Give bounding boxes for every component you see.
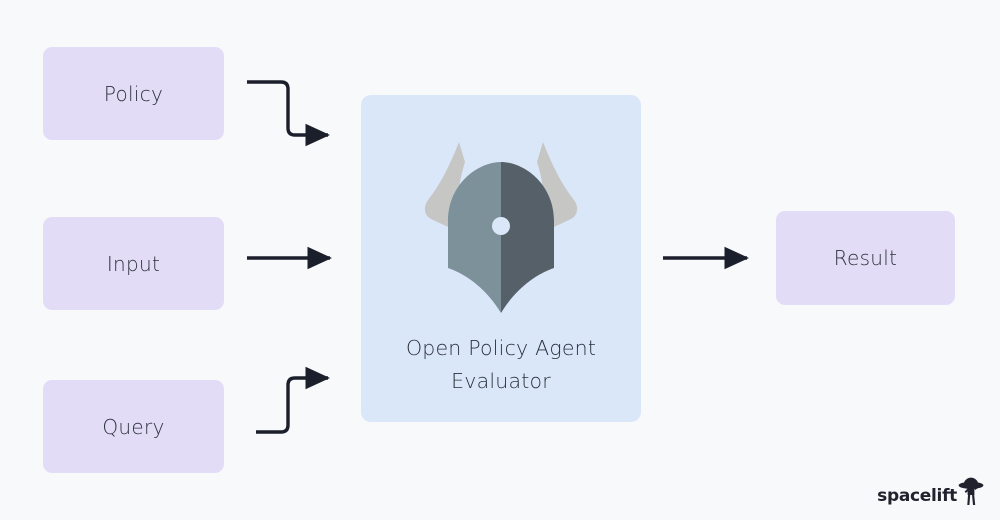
spacelift-astronaut-icon — [958, 477, 984, 505]
node-query[interactable]: Query — [43, 380, 224, 473]
node-open-policy-agent-evaluator[interactable]: Open Policy Agent Evaluator — [361, 95, 641, 422]
evaluator-caption-line-1: Open Policy Agent — [405, 336, 597, 360]
spacelift-wordmark: spacelift — [877, 486, 957, 506]
node-policy-label: Policy — [103, 81, 164, 106]
node-input-label: Input — [106, 251, 161, 276]
evaluator-caption: Open Policy Agent Evaluator — [386, 332, 616, 398]
helmet-eye-dot — [492, 217, 510, 235]
node-query-label: Query — [102, 414, 165, 439]
evaluator-caption-line-2: Evaluator — [451, 369, 551, 394]
spacelift-watermark: spacelift — [877, 476, 984, 506]
open-policy-agent-helmet-icon — [424, 142, 578, 313]
node-policy[interactable]: Policy — [43, 47, 224, 140]
node-result[interactable]: Result — [776, 211, 955, 305]
connector-policy-to-evaluator — [247, 80, 330, 147]
connector-query-to-evaluator — [256, 366, 330, 434]
node-input[interactable]: Input — [43, 217, 224, 310]
node-result-label: Result — [833, 246, 898, 270]
